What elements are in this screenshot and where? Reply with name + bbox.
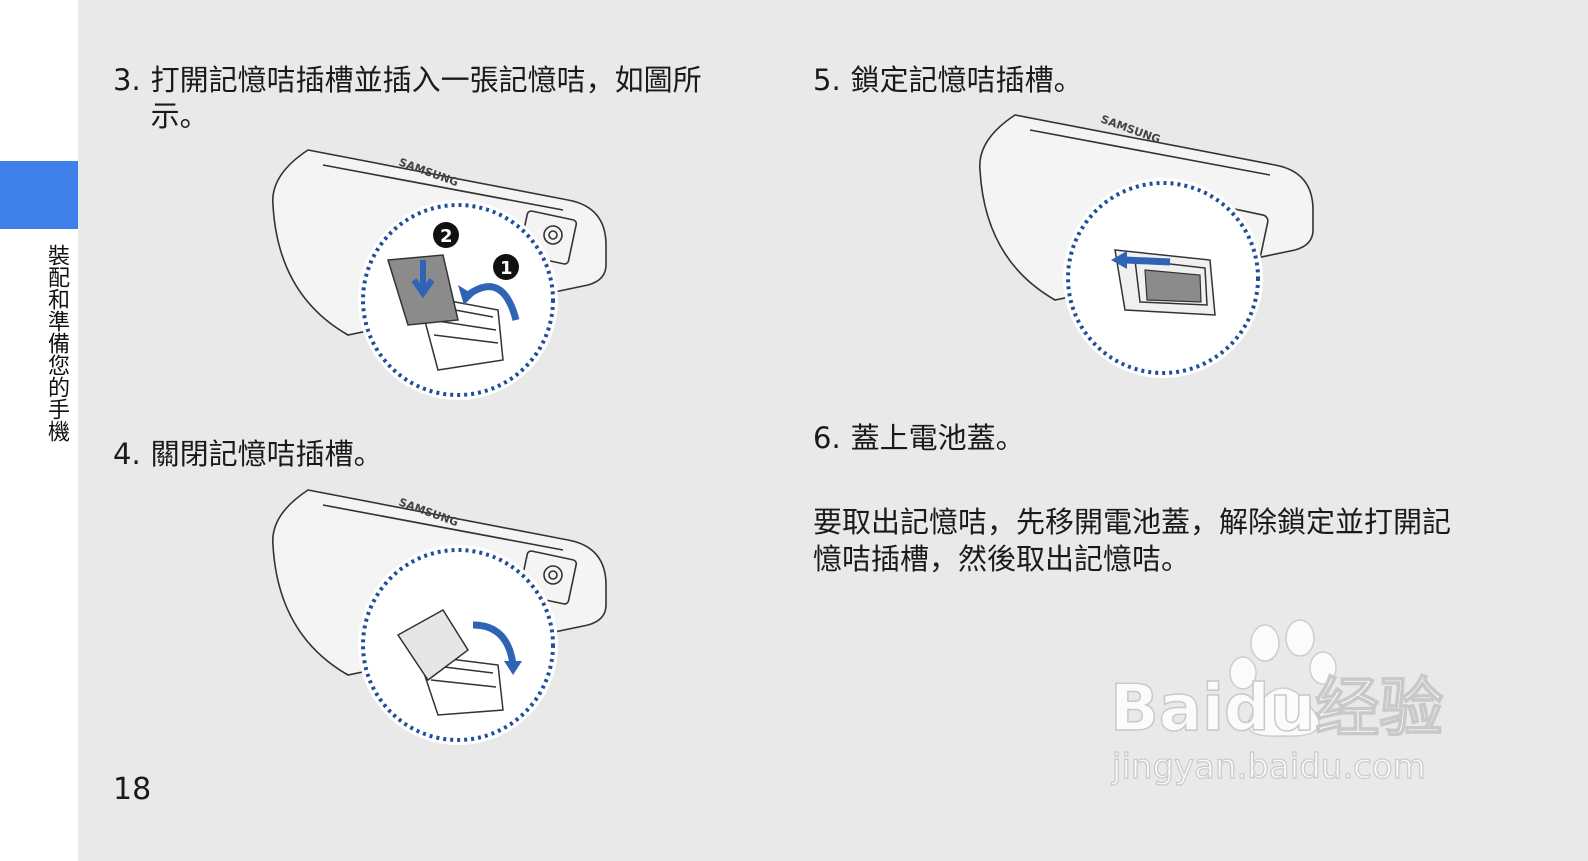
step-text: 打開記憶咭插槽並插入一張記憶咭，如圖所示。 xyxy=(150,63,702,133)
close-arrow-head-icon xyxy=(504,661,522,675)
open-arrow-icon xyxy=(465,283,520,321)
lock-arrow-icon xyxy=(1124,256,1171,266)
step-4: 4. 關閉記憶咭插槽。 xyxy=(113,436,753,472)
dotted-zoom-circle xyxy=(1066,181,1260,375)
chapter-label: 裝配和準備您的手機 xyxy=(44,244,69,442)
lock-slot-illustration: SAMSUNG xyxy=(979,113,1314,378)
watermark-logo-text: Baidu经验 xyxy=(1110,672,1443,746)
step-3: 3. 打開記憶咭插槽並插入一張記憶咭，如圖所示。 xyxy=(113,62,753,134)
removal-note: 要取出記憶咭，先移開電池蓋，解除鎖定並打開記憶咭插槽，然後取出記憶咭。 xyxy=(813,505,1452,576)
step-number: 5. xyxy=(813,63,841,97)
page-number: 18 xyxy=(113,772,152,807)
card-holder-icon xyxy=(396,608,470,682)
step-text: 蓋上電池蓋。 xyxy=(850,421,1025,455)
step-text: 鎖定記憶咭插槽。 xyxy=(850,63,1083,97)
badge-2-icon xyxy=(433,222,459,248)
badge-2-label: 2 xyxy=(440,226,453,247)
memory-card-icon xyxy=(1144,269,1202,303)
paw-pad-icon xyxy=(1247,687,1320,737)
dotted-zoom-circle xyxy=(361,548,555,742)
zoom-circle-fill xyxy=(358,200,558,400)
open-arrow-head-icon xyxy=(458,285,474,305)
insert-arrow-icon xyxy=(411,260,435,299)
lock-arrow-head-icon xyxy=(1111,251,1127,269)
chapter-sidebar: 裝配和準備您的手機 xyxy=(0,0,78,861)
insert-card-illustration: SAMSUNG 2 1 xyxy=(272,149,607,400)
paw-toe-icon xyxy=(1229,656,1257,690)
paw-toe-icon xyxy=(1250,624,1280,662)
paw-toe-icon xyxy=(1309,651,1337,685)
dotted-zoom-circle xyxy=(361,203,555,397)
chapter-tab xyxy=(0,161,78,229)
step-number: 3. xyxy=(113,63,141,97)
step-number: 6. xyxy=(813,421,841,455)
paw-toe-icon xyxy=(1285,619,1315,657)
step-number: 4. xyxy=(113,437,141,471)
baidu-watermark: Baidu经验 jingyan.baidu.com xyxy=(1110,619,1444,788)
close-slot-illustration: SAMSUNG xyxy=(272,489,607,745)
close-arrow-icon xyxy=(472,621,517,666)
step-6: 6. 蓋上電池蓋。 xyxy=(813,420,1453,456)
badge-1-icon xyxy=(493,254,519,280)
step-5: 5. 鎖定記憶咭插槽。 xyxy=(813,62,1453,98)
step-text: 關閉記憶咭插槽。 xyxy=(150,437,383,471)
badge-1-label: 1 xyxy=(500,258,513,279)
watermark-url: jingyan.baidu.com xyxy=(1111,747,1426,787)
